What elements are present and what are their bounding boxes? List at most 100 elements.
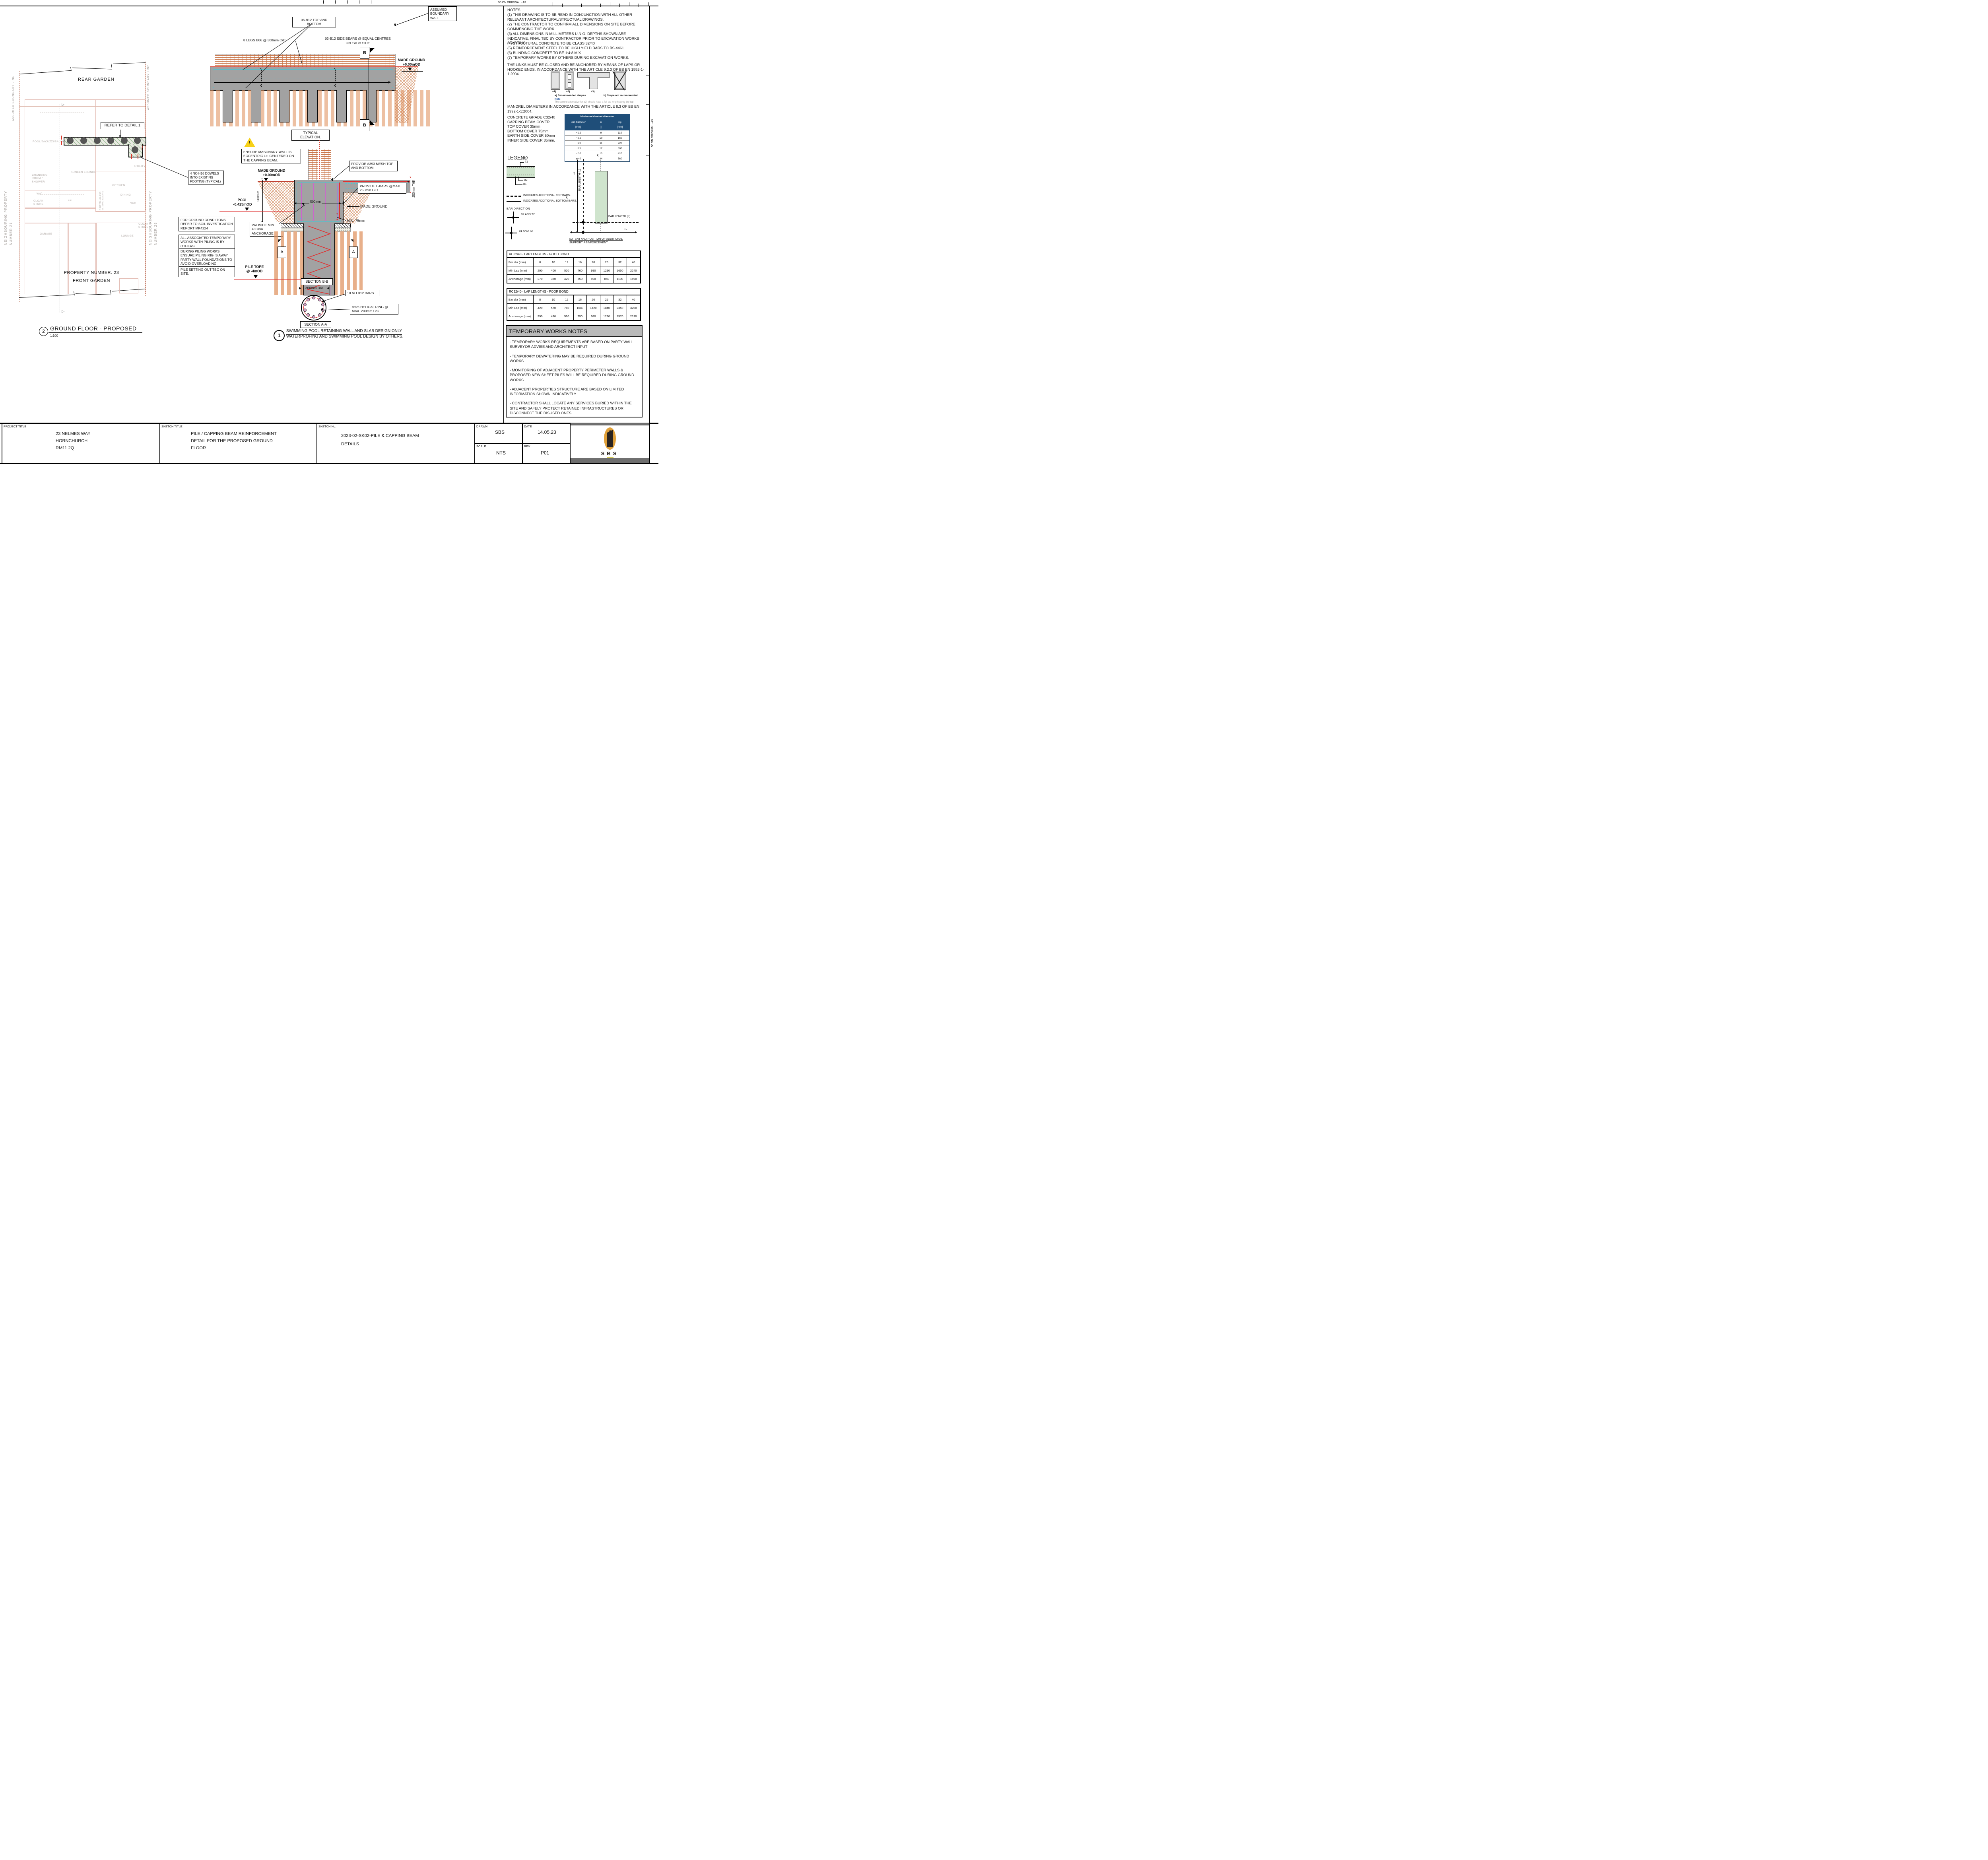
section-marker-b-bottom: B <box>360 119 369 131</box>
note-3: (3) ALL DIMENSIONS IN MILLIMETERS U.N.O.… <box>507 32 639 45</box>
front-garden-label: FRONT GARDEN <box>73 278 110 283</box>
elev-pile-6 <box>366 90 377 122</box>
note-2: (2) THE CONTRACTOR TO CONFIRM ALL DIMENS… <box>507 22 635 31</box>
note-1-line1: SWIMMING POOL RETAINING WALL AND SLAB DE… <box>286 329 402 335</box>
not-recommended-caption: b) Shape not recommended <box>604 94 638 97</box>
drawn-label: DRAWN <box>476 425 488 428</box>
refer-detail-callout: REFER TO DETAIL 1 <box>101 122 144 129</box>
pile-section-circle <box>301 295 326 320</box>
tw-bullet-5: - CONTRACTOR SHALL LOCATE ANY SERVICES B… <box>510 401 632 415</box>
sketch-no-value: 2023-02-SK02-PILE & CAPPING BEAM DETAILS <box>341 433 419 447</box>
scale-value: NTS <box>496 450 506 456</box>
room-dining: DINING <box>120 194 131 196</box>
bars-callout: 10 NO B12 BARS <box>345 290 379 297</box>
ground-conditions-note: FOR GROUND CONDIITONS REFER TO SOIL INVE… <box>179 217 235 232</box>
room-kitchen: KITCHEN <box>112 184 125 187</box>
note-1: (1) THIS DRAWING IS TO BE READ IN CONJUN… <box>507 13 632 21</box>
room-cloak-left: CLOAK STORE <box>33 200 44 206</box>
warning-icon <box>244 138 255 147</box>
helical-callout: 8mm HELICAL RING @ MAX. 200mm C/C <box>350 304 398 315</box>
lbars-callout: PROVIDE L-BARS @MAX. 250mm C/C <box>358 183 406 194</box>
temporary-works-panel: TEMPORARY WORKS NOTES - TEMPORARY WORKS … <box>506 325 643 417</box>
pile-toe-label: PILE TOPE @ -4mOD <box>245 265 264 274</box>
lap-table-poor: RC32/40 - LAP LENGTHS - POOR BOND Bar di… <box>507 288 641 321</box>
lap-table-good: RC32/40 - LAP LENGTHS - GOOD BOND Bar di… <box>507 250 641 283</box>
elev-legs-label: 8 LEGS B06 @ 300mm C/C <box>243 38 285 42</box>
dowels-callout: 4 NO H16 DOWELS INTO EXISTING FOOTING (T… <box>188 171 224 185</box>
dim-500-horizontal: 500mm <box>309 200 322 204</box>
sbs-logo-text: SBS <box>601 450 619 456</box>
boundary-label-right: ASSUMED BOUNDARY LINE <box>147 64 150 110</box>
figure-note-label: Note <box>555 98 561 101</box>
rear-garden-label: REAR GARDEN <box>78 77 115 82</box>
section-flag-b-bottom <box>370 120 375 125</box>
room-changing: CHANGING ROOM / SHOWER <box>32 174 48 183</box>
bb-made-ground2: MADE GROUND <box>360 204 388 208</box>
project-title-label: PROJECT TITLE <box>4 425 27 428</box>
room-up: UP <box>68 200 72 202</box>
section-marker-a-right: A <box>349 247 358 258</box>
sketch-no-label: SKETCH No. <box>318 425 336 428</box>
pcol-label: PCOL -0.425mOD <box>233 198 252 207</box>
dia-label: 300mm DIA. <box>305 286 324 290</box>
elev-pile-2 <box>251 90 261 122</box>
date-value: 14.05.23 <box>538 429 556 435</box>
scale-ruler-label: 50 ON ORIGINAL - A3 <box>498 1 526 4</box>
note-1-bubble: 1 <box>274 330 285 341</box>
note-4: (4) STRUCTURAL CONCRETE TO BE CLASS 32/4… <box>507 41 595 45</box>
plan-scale: 1:100 <box>50 334 58 338</box>
room-utility: UTILITY <box>134 165 146 168</box>
bar-length-vertical: BAR LENGTH (L) <box>579 169 581 191</box>
tw-bullet-3: - MONITORING OF ADJACENT PROPERTY PERIME… <box>510 368 635 382</box>
tw-bullet-4: - ADJACENT PROPERTIES STRUCTURE ARE BASE… <box>510 387 624 396</box>
rev-value: P01 <box>541 450 549 456</box>
bb-soil-left <box>258 182 294 226</box>
note-1-line2: WATERPROFING AND SWIMMING POOL DESIGN BY… <box>286 334 404 339</box>
room-garage: GARAGE <box>40 233 52 235</box>
tw-bullet-1: - TEMPORARY WORKS REQUIREMENTS ARE BASED… <box>510 340 633 349</box>
bar-direction-label: BAR DIRECTION <box>507 207 530 210</box>
pile-plan-3 <box>94 137 101 144</box>
drawing-sheet: 50 ON ORIGINAL - A3 50 ON ORIGINAL - A3 … <box>0 0 658 465</box>
sketch-title-value: PILE / CAPPING BEAM REINFORCEMENT DETAIL… <box>191 431 277 451</box>
figure-note-text: The second alternative for a2) should ha… <box>555 101 634 103</box>
section-aa-title: SECTION A-A <box>300 321 331 328</box>
room-sunken: SUNKEN LOUNGE <box>71 171 97 174</box>
scale-label: SCALE <box>476 445 486 448</box>
sbs-logo-icon <box>604 427 616 450</box>
legend-dashed-label: INDICATES ADDITIONAL TOP BARS. <box>523 194 571 197</box>
room-wc-left: W/C <box>37 192 43 195</box>
mandrel-table: Minimum Mandrel diameter Bar diameter[mm… <box>565 114 630 162</box>
section-marker-b-top: B <box>360 47 369 59</box>
datum-cursor-top: ▷ <box>62 103 64 107</box>
bb-made-ground-label: MADE GROUND +0.00mOD <box>258 169 285 177</box>
tw-bullet-2: - TEMPORARY DEWATERING MAY BE REQUIRED D… <box>510 354 629 363</box>
sketch-title-label: SKETCH TITLE <box>161 425 182 428</box>
typical-elevation-title: TYPICAL ELEVATION. <box>291 130 330 141</box>
property-23-label: PROPERTY NUMBER. 23 <box>64 270 119 275</box>
scale-ruler-right-label: 50 ON ORIGINAL - A3 <box>651 119 654 147</box>
elev-made-ground-datum <box>408 68 412 71</box>
legend-solid-symbol <box>507 201 521 202</box>
project-title-value: 23 NELMES WAY HORNCHURCH RM11 2Q <box>56 431 91 451</box>
notes-title: NOTES <box>507 8 520 12</box>
pile-plan-6 <box>134 137 141 144</box>
boundary-label-left: ASSUMED BOUNDARY LINE <box>12 76 15 121</box>
eccentric-note: ENSURE MASONARY WALL IS ECCENTRIC i.e. C… <box>241 149 301 164</box>
link-shape-a1 <box>551 72 560 90</box>
elev-pile-4 <box>307 90 318 122</box>
neighbour-25-label: NEIGHBOURING PROPERTY NUMBER 25 <box>148 191 157 245</box>
room-cloak-right: CLOAK STORE <box>138 223 149 229</box>
legend-title: LEGEND <box>507 155 528 162</box>
elev-top-bottom-callout: 06-B12 TOP AND BOTTOM <box>292 17 336 27</box>
room-crittal: CRITTAL GLASS SLIDING DOORS <box>99 191 104 210</box>
cover-spec: CONCRETE GRADE C32/40 CAPPING BEAM COVER… <box>507 115 555 143</box>
assumed-boundary-wall-callout: ASSUMED BOUNDARY WALL <box>428 6 457 21</box>
pile-plan-4 <box>107 137 114 144</box>
pile-plan-1 <box>67 137 74 144</box>
elev-made-ground-label: MADE GROUND +0.00mOD <box>398 58 425 67</box>
dim-500-vertical: 500mm <box>256 191 260 202</box>
section-flag-b-top <box>370 48 375 53</box>
mesh-callout: PROVIDE A393 MESH TOP AND BOTTOM <box>349 161 398 171</box>
